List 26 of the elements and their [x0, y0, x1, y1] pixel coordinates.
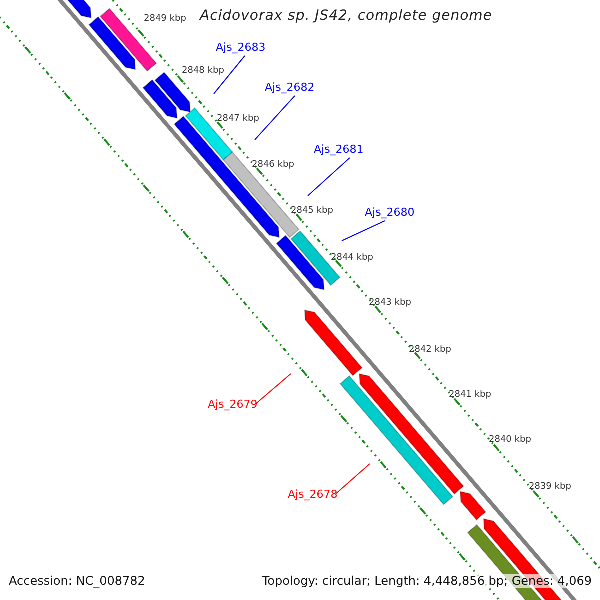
gene-label: Ajs_2681	[314, 143, 364, 156]
leader-line	[254, 96, 296, 140]
tick-label: 2847 kbp	[217, 114, 260, 125]
gene-label: Ajs_2679	[208, 398, 258, 411]
tick-label: 2839 kbp	[529, 482, 572, 493]
tick-label: 2846 kbp	[252, 160, 294, 171]
tick-label: 2841 kbp	[449, 390, 492, 401]
tick-label: 2842 kbp	[409, 345, 452, 356]
tick-label: 2849 kbp	[144, 14, 186, 25]
gene-label: Ajs_2680	[365, 206, 415, 219]
accession-text: Accession: NC_008782	[9, 574, 146, 588]
tick-label: 2848 kbp	[182, 66, 224, 77]
gene-label: Ajs_2678	[288, 488, 338, 501]
map-title: Acidovorax sp. JS42, complete genome	[200, 8, 492, 24]
leader-line	[256, 374, 292, 404]
tick-label: 2843 kbp	[369, 298, 412, 309]
tick-label: 2844 kbp	[331, 253, 374, 264]
gene-label: Ajs_2683	[216, 41, 266, 54]
leader-line	[336, 464, 370, 494]
gene-label: Ajs_2682	[265, 81, 315, 94]
leader-line	[214, 56, 246, 94]
leader-line	[342, 220, 386, 242]
leader-line	[308, 158, 350, 196]
tick-label: 2845 kbp	[291, 206, 334, 217]
tick-label: 2840 kbp	[489, 435, 532, 446]
genome-info-text: Topology: circular; Length: 4,448,856 bp; Genes: 4,069	[262, 574, 592, 588]
